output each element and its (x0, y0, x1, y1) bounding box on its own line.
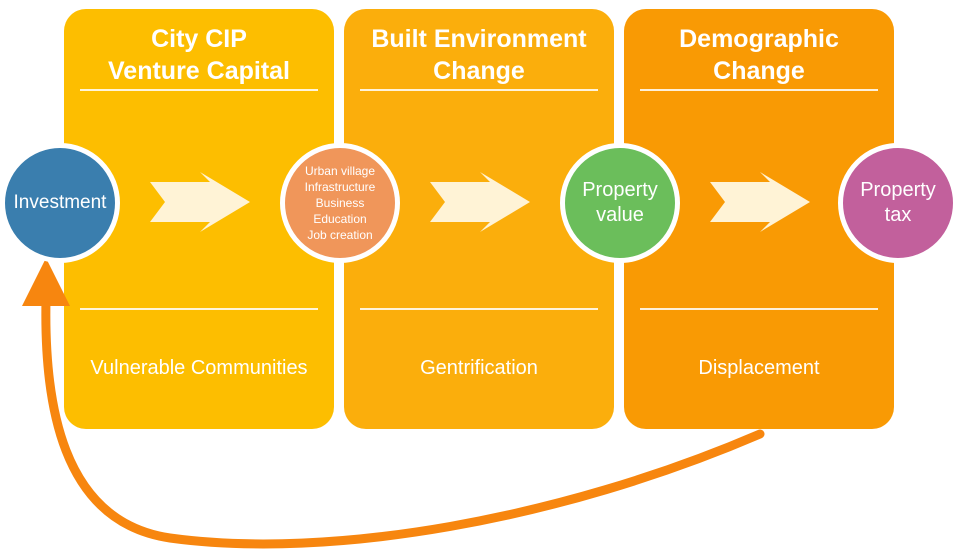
outcome-item: Education (313, 212, 367, 226)
property-tax-line: tax (884, 204, 912, 226)
investment-node: Investment (0, 143, 120, 263)
property-value-line: Property (582, 179, 658, 201)
panel-footer: Displacement (698, 357, 820, 379)
right-arrow-icon (150, 172, 250, 232)
outcome-item: Infrastructure (304, 180, 376, 194)
divider (360, 89, 598, 91)
divider (80, 308, 318, 310)
property-tax-node: Property tax (838, 143, 958, 263)
divider (80, 89, 318, 91)
property-value-node: Property value (560, 143, 680, 263)
panel-title-line: City CIP (151, 25, 247, 53)
investment-label: Investment (13, 192, 107, 213)
divider (360, 308, 598, 310)
city-outcomes-node: Urban village Infrastructure Business Ed… (280, 143, 400, 263)
outcome-item: Business (315, 196, 365, 210)
property-value-line: value (596, 204, 644, 226)
panel-title-line: Change (433, 57, 525, 85)
panel-footer: Vulnerable Communities (90, 357, 308, 379)
right-arrow-icon (710, 172, 810, 232)
panel-title-line: Demographic (679, 25, 839, 53)
panel-title-line: Change (713, 57, 805, 85)
panel-title: City CIP Venture Capital (64, 23, 334, 87)
panel-title-line: Built Environment (371, 25, 587, 53)
property-tax-line: Property (860, 179, 936, 201)
right-arrow-icon (430, 172, 530, 232)
panel-title: Built Environment Change (344, 23, 614, 87)
divider (640, 308, 878, 310)
outcome-item: Job creation (307, 228, 373, 242)
panel-title-line: Venture Capital (108, 57, 290, 85)
panel-title: Demographic Change (624, 23, 894, 87)
outcome-item: Urban village (304, 164, 376, 178)
panel-footer: Gentrification (420, 357, 538, 379)
divider (640, 89, 878, 91)
